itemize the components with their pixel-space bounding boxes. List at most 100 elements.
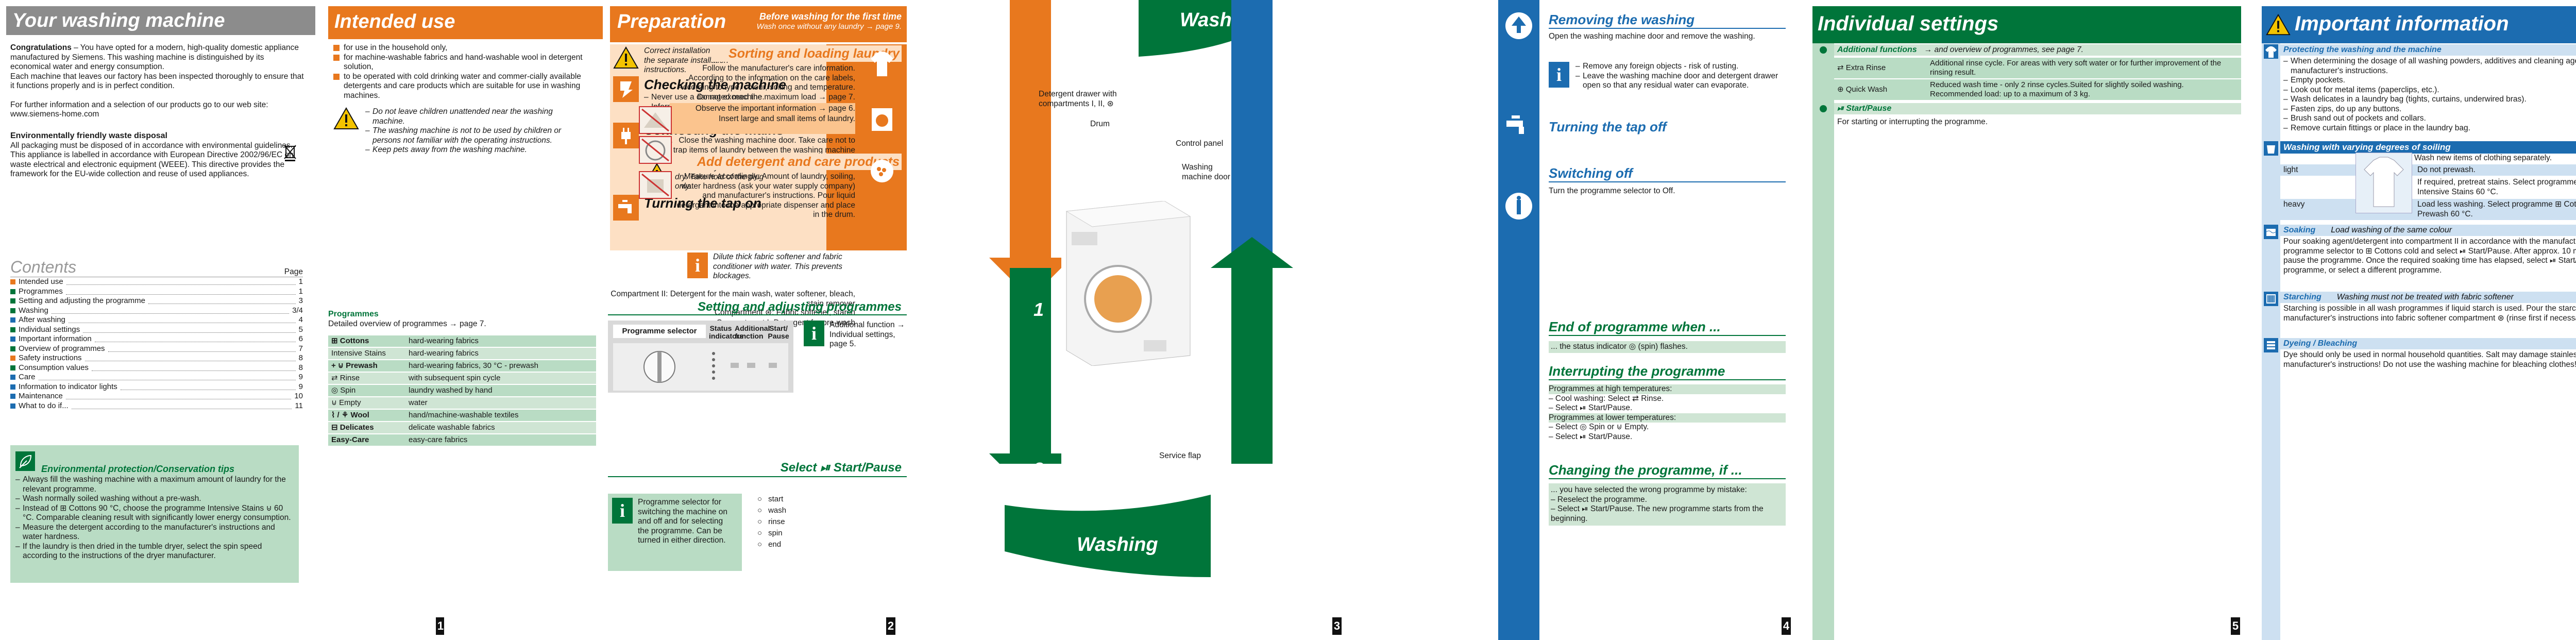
contents-leader: [148, 298, 296, 305]
contents-title: Contents: [10, 258, 77, 276]
contents-page: 9: [298, 373, 303, 381]
status-row: ○spin: [757, 528, 819, 539]
drawer-label: Detergent drawer with compartments I, II…: [1039, 90, 1117, 108]
change-line: – Select ⏯ Start/Pause. The new programm…: [1551, 504, 1764, 523]
protect-item: Empty pockets.: [2283, 76, 2576, 86]
remove-list: Remove any foreign objects - risk of rus…: [1575, 62, 1791, 91]
contents-color-marker: [10, 327, 15, 332]
setting-title: Setting and adjusting programmes: [697, 300, 902, 314]
status-list: ○start○wash○rinse○spin○end: [757, 494, 819, 550]
contents-page-label: Page: [284, 267, 303, 276]
tap-off-title: Turning the tap off: [1549, 119, 1667, 134]
contents-label: Setting and adjusting the programme: [19, 296, 145, 305]
soak-subtitle: Load washing of the same colour: [2331, 226, 2452, 234]
intended-use-header: Intended use: [328, 6, 603, 39]
contents-color-marker: [10, 375, 15, 380]
setting-name: ⊕ Quick Wash: [1834, 79, 1927, 101]
interrupt-line: – Select ⏯ Start/Pause.: [1549, 432, 1633, 441]
status-label: rinse: [768, 517, 785, 526]
env-item: Instead of ⊞ Cottons 90 °C, choose the p…: [15, 504, 294, 523]
contents-color-marker: [10, 279, 15, 285]
contents-leader: [108, 346, 296, 352]
starch-title: Starching: [2283, 293, 2321, 301]
contents-color-marker: [10, 308, 15, 313]
settings-header: Individual settings: [1812, 6, 2241, 43]
contents-label: After washing: [19, 315, 65, 324]
programme-name: ⊍ Empty: [328, 396, 405, 410]
interrupt-line: Programmes at high temperatures:: [1549, 384, 1786, 394]
intro-text: Congratulations – You have opted for a m…: [10, 43, 304, 179]
contents-leader: [38, 374, 296, 381]
orange-bullet-icon: [333, 54, 340, 61]
programmes-section: Programmes Detailed overview of programm…: [328, 309, 603, 447]
disposal-text: All packaging must be disposed of in acc…: [10, 141, 293, 150]
info-icon: i: [804, 321, 824, 346]
start-pause-label: Start/ Pause: [768, 324, 789, 340]
start-pause-text: For starting or interrupting the program…: [1837, 117, 1988, 126]
door-label: Washing machine door: [1182, 163, 1230, 181]
protect-list: When determining the dosage of all washi…: [2280, 56, 2576, 134]
child-warning: Do not leave children unattended near th…: [333, 107, 582, 155]
additional-functions-subtitle: → and overview of programmes, see page 7…: [1924, 45, 2083, 54]
end-title: End of programme when ...: [1549, 319, 1721, 334]
tap-icon: [613, 195, 639, 221]
end-text: ... the status indicator ◎ (spin) flashe…: [1549, 341, 1786, 353]
control-panel-label: Control panel: [1176, 139, 1224, 148]
check-item: Never use a damaged machine.: [644, 93, 786, 103]
page-number: 2: [886, 617, 895, 635]
selector-info-text: Programme selector for switching the mac…: [638, 498, 728, 545]
detergent-text: Measure accordingly: Amount of laundry, …: [676, 172, 855, 219]
status-label: start: [768, 495, 784, 503]
programme-description: hand/machine-washable textiles: [405, 409, 596, 422]
panel-preparation: Preparation Before washing for the first…: [608, 0, 907, 640]
weee-text: This appliance is labelled in accordance…: [10, 150, 294, 178]
contents-color-marker: [10, 289, 15, 294]
before-first-title: Before washing for the first time: [759, 11, 902, 22]
washing-bottom-banner: [1005, 495, 1211, 577]
protect-item: When determining the dosage of all washi…: [2283, 57, 2576, 76]
bullet-dot-icon: [1820, 105, 1827, 112]
switch-off-text: Turn the programme selector to Off.: [1549, 187, 1675, 195]
setting-description: Reduced wash time - only 2 rinse cycles.…: [1927, 79, 2241, 101]
drum-icon: [866, 103, 899, 136]
status-label: spin: [768, 529, 783, 537]
programme-name: ⇄ Rinse: [328, 372, 405, 385]
change-line: – Reselect the programme.: [1551, 495, 1647, 504]
contents-color-marker: [10, 384, 15, 390]
contents-color-marker: [10, 346, 15, 351]
contents-leader: [91, 365, 296, 371]
contents-page: 4: [298, 315, 303, 324]
soiled-shirt-image: [2355, 153, 2412, 213]
drum-label: Drum: [1090, 120, 1110, 128]
protect-title: Protecting the washing and the machine: [2280, 44, 2576, 56]
contents-label: Care: [19, 373, 36, 381]
contents-page: 1: [298, 287, 303, 296]
contents-page: 10: [294, 392, 303, 400]
contents-page: 5: [298, 325, 303, 334]
status-indicators-label: Status indicators: [709, 324, 743, 340]
contents-leader: [68, 317, 296, 324]
soiling-title: Washing with varying degrees of soiling: [2280, 141, 2576, 154]
contents-row: Care 9: [10, 373, 303, 382]
intended-use-text: for use in the household only,: [344, 43, 448, 52]
power-off-icon: [1505, 193, 1532, 220]
soaking-icon: [2264, 225, 2278, 239]
soak-title: Soaking: [2283, 226, 2316, 234]
contents-leader: [65, 289, 296, 295]
washing-machine-image: [1065, 201, 1191, 366]
status-light-icon: ○: [757, 495, 762, 503]
disposal-title: Environmentally friendly waste disposal: [10, 131, 167, 140]
programme-name: + ⊍ Prewash: [328, 359, 405, 373]
intended-use-item: to be operated with cold drinking water …: [333, 72, 596, 101]
page-title: Your washing machine: [12, 10, 225, 31]
remove-title: Removing the washing: [1549, 12, 1695, 27]
